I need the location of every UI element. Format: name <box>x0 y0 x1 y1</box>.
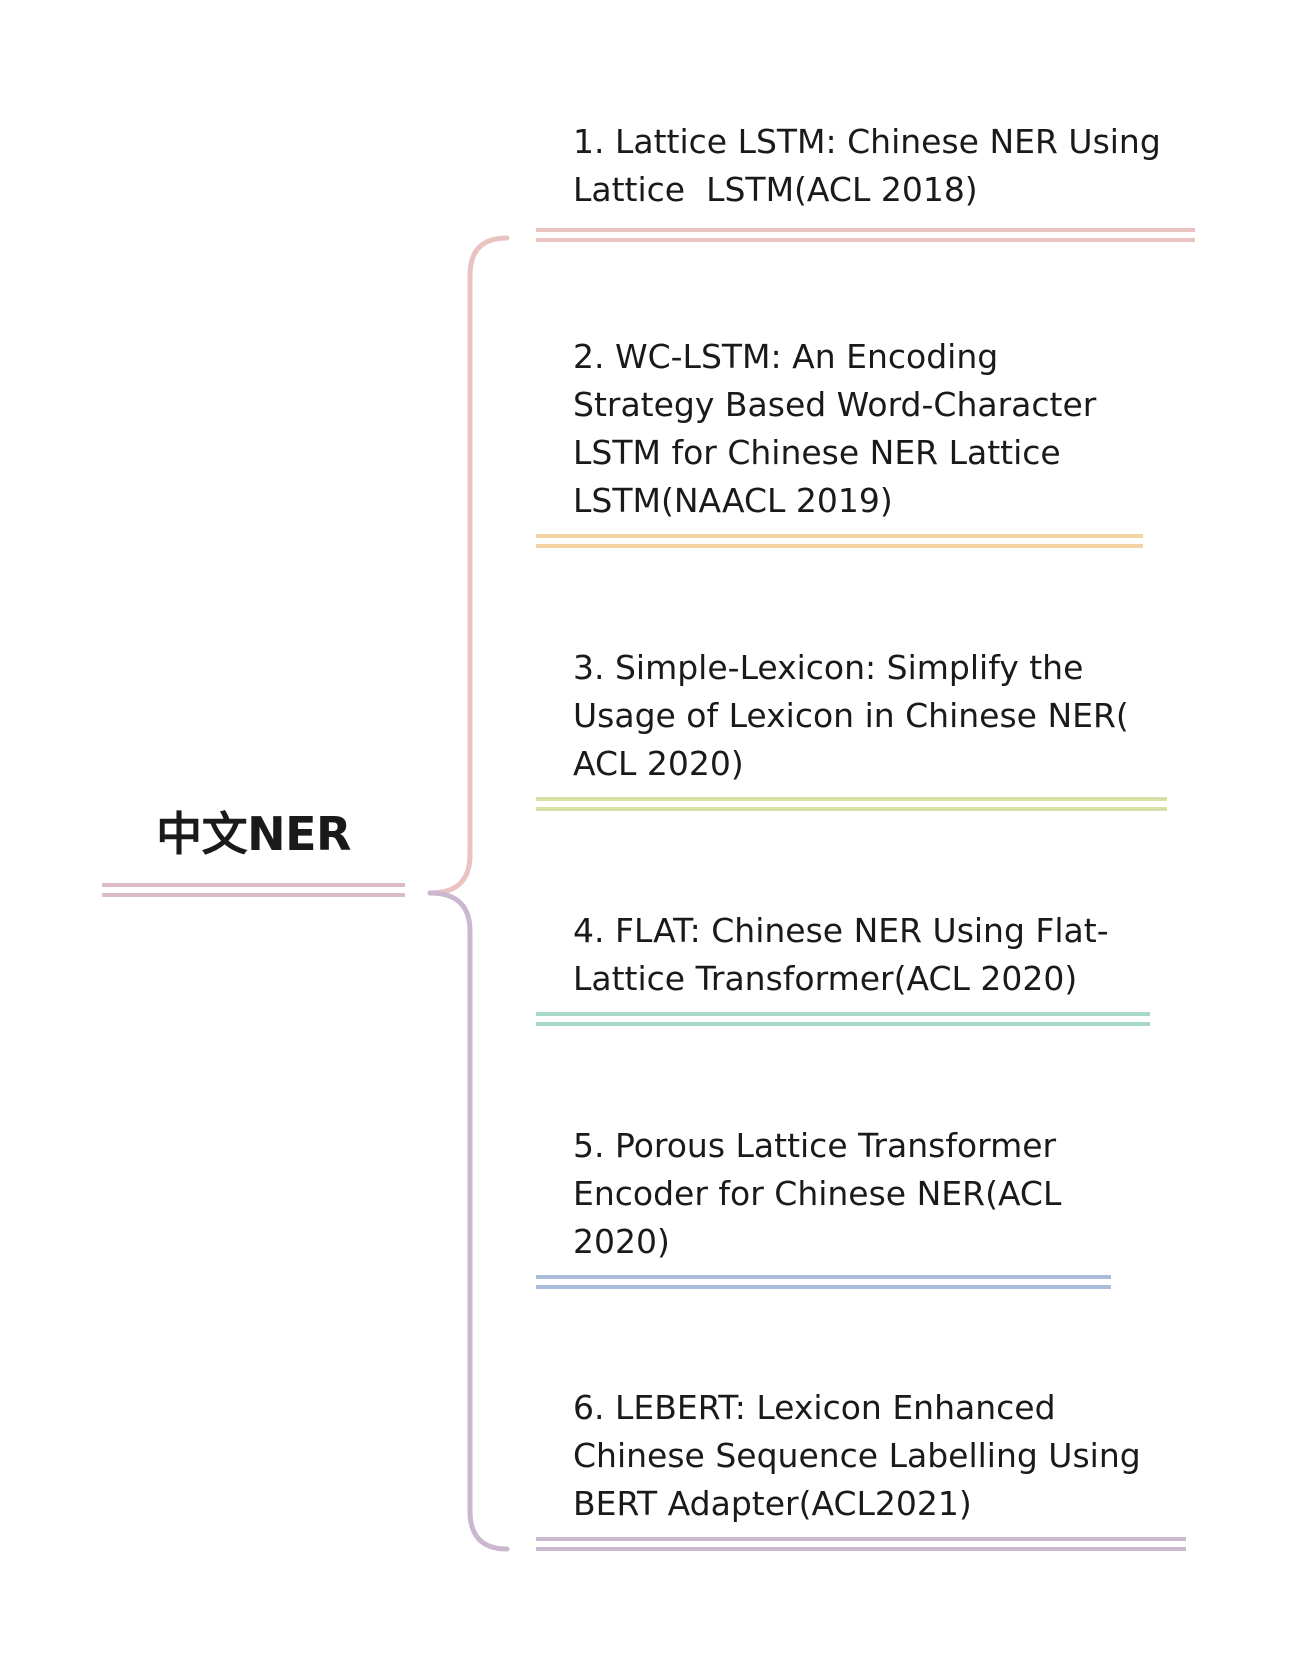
brace-upper <box>427 235 510 896</box>
branch-6-title: 6. LEBERT: Lexicon Enhanced Chinese Sequ… <box>573 1388 1141 1523</box>
branch-5-title: 5. Porous Lattice Transformer Encoder fo… <box>573 1126 1062 1261</box>
branch-1-title: 1. Lattice LSTM: Chinese NER Using Latti… <box>573 122 1161 209</box>
branch-2-title: 2. WC-LSTM: An Encoding Strategy Based W… <box>573 337 1097 520</box>
branch-3-title: 3. Simple-Lexicon: Simplify the Usage of… <box>573 648 1129 783</box>
branch-underlines <box>536 228 1195 1551</box>
root-node-title: 中文NER <box>156 807 351 861</box>
brace-lower <box>427 890 510 1552</box>
branch-4-title: 4. FLAT: Chinese NER Using Flat- Lattice… <box>573 911 1109 998</box>
